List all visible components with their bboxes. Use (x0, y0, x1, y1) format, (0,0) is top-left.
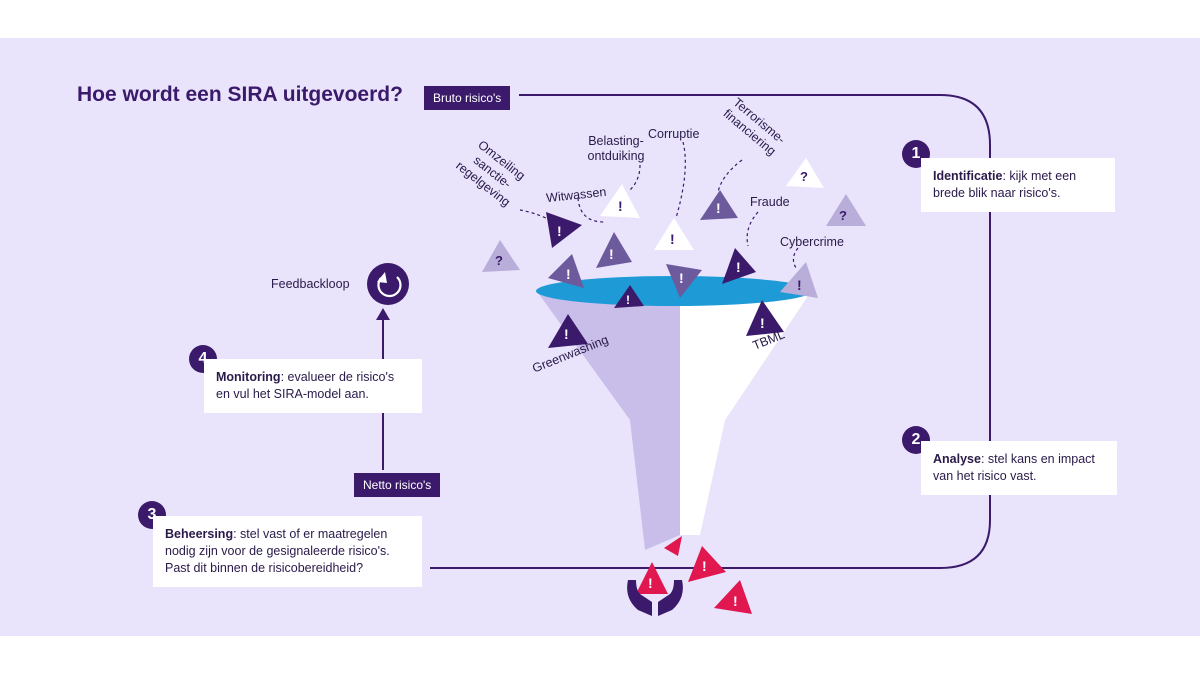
step-text-2: : stel kans en impact van het risico vas… (933, 452, 1095, 483)
warning-triangle-icon: ! (714, 580, 752, 614)
label-trails (519, 141, 799, 269)
svg-text:!: ! (557, 223, 562, 239)
warning-triangle-icon: ! (746, 300, 784, 336)
svg-text:!: ! (797, 277, 802, 293)
warning-triangle-icon: ! (596, 232, 632, 268)
risk-triangles: ! ! ! ! ! ! ! ! ! ! ! ! ? ? ? ! ! ! (482, 158, 866, 614)
warning-triangle-icon: ! (546, 212, 582, 248)
warning-triangle-icon: ! (600, 184, 640, 218)
step-heading-2: Analyse (933, 452, 981, 466)
svg-text:!: ! (733, 593, 738, 609)
funnel-opening (536, 276, 812, 306)
warning-triangle-icon: ! (666, 264, 702, 298)
warning-triangle-icon: ! (636, 562, 668, 594)
svg-text:!: ! (566, 266, 571, 282)
step-card-1: Identificatie: kijk met een brede blik n… (921, 158, 1115, 212)
svg-text:!: ! (626, 293, 630, 307)
step-text-4: : evalueer de risico's en vul het SIRA-m… (216, 370, 395, 401)
risk-label-corruptie: Corruptie (648, 127, 700, 141)
funnel (536, 276, 812, 550)
feedback-arrow-head (376, 308, 390, 320)
step-text-1: : kijk met een brede blik naar risico's. (933, 169, 1077, 200)
question-triangle-icon: ? (786, 158, 824, 188)
step-text-3: : stel vast of er maatregelen nodig zijn… (165, 527, 390, 575)
question-triangle-icon: ? (482, 240, 520, 272)
warning-triangle-icon: ! (548, 314, 588, 348)
netto-risks-tag: Netto risico's (354, 473, 441, 497)
warning-triangle-icon: ! (548, 254, 584, 288)
bruto-risks-tag: Bruto risico's (424, 86, 511, 110)
loop-icon (367, 263, 409, 305)
warning-triangle-icon (664, 536, 682, 556)
svg-text:?: ? (800, 169, 808, 184)
warning-triangle-icon: ! (688, 546, 726, 582)
process-loop-line (430, 94, 991, 569)
svg-text:!: ! (648, 575, 653, 591)
svg-text:!: ! (760, 315, 765, 331)
warning-triangle-icon: ! (722, 248, 756, 284)
step-number-3: 3 (138, 501, 166, 529)
step-heading-4: Monitoring (216, 370, 281, 384)
svg-text:!: ! (618, 198, 623, 214)
svg-text:!: ! (736, 259, 741, 275)
svg-text:!: ! (609, 246, 614, 262)
svg-text:!: ! (670, 231, 675, 247)
step-heading-1: Identificatie (933, 169, 1003, 183)
warning-triangle-icon: ! (614, 285, 644, 308)
warning-triangle-icon: ! (700, 190, 738, 220)
svg-text:?: ? (495, 253, 503, 268)
step-card-4: Monitoring: evalueer de risico's en vul … (204, 359, 422, 413)
svg-text:!: ! (679, 270, 684, 286)
hands-icon (627, 580, 683, 616)
step-heading-3: Beheersing (165, 527, 234, 541)
svg-text:!: ! (716, 200, 721, 216)
warning-triangle-icon: ! (780, 262, 818, 298)
svg-text:?: ? (839, 208, 847, 223)
risk-label-fraude: Fraude (750, 195, 790, 209)
risk-label-cybercrime: Cybercrime (780, 235, 844, 249)
risk-label-belasting: Belasting- ontduiking (587, 134, 645, 163)
question-triangle-icon: ? (826, 194, 866, 226)
step-card-3: Beheersing: stel vast of er maatregelen … (153, 516, 422, 587)
warning-triangle-icon: ! (654, 218, 694, 250)
feedback-label: Feedbackloop (271, 277, 350, 291)
svg-text:!: ! (702, 558, 707, 574)
page-title: Hoe wordt een SIRA uitgevoerd? (77, 83, 403, 106)
svg-text:!: ! (564, 326, 569, 342)
step-card-2: Analyse: stel kans en impact van het ris… (921, 441, 1117, 495)
